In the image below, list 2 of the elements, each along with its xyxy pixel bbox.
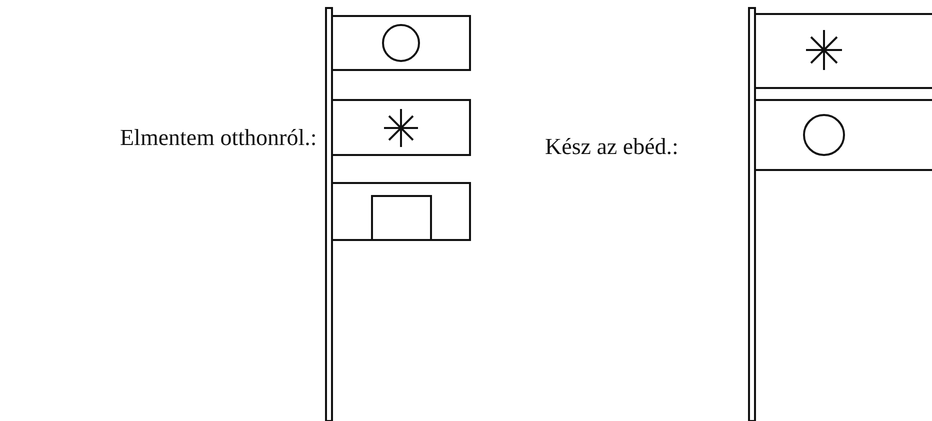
caption-text: Kész az ebéd.:: [545, 134, 678, 160]
caption-text: Elmentem otthonról.:: [120, 125, 317, 151]
